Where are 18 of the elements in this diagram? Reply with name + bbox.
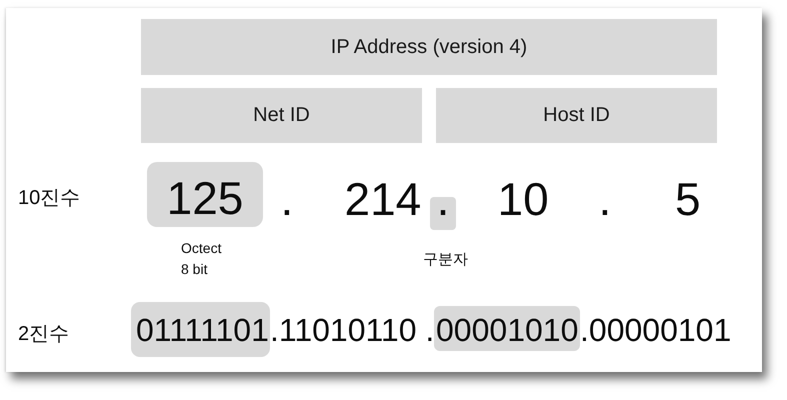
section-box: Host ID <box>436 88 717 143</box>
separator-text: . <box>280 174 294 225</box>
highlight-box: 125 <box>147 162 263 227</box>
number-text: 214 <box>344 174 422 225</box>
section-box: Net ID <box>141 88 422 143</box>
binary-text: .11010110 . <box>270 312 434 348</box>
highlight-box: 01111101 <box>131 302 270 357</box>
number-text: 10 <box>498 174 549 225</box>
caption-text: Octect 8 bit <box>181 239 222 279</box>
separator-text: . <box>598 174 612 225</box>
highlight-box: . <box>430 197 456 230</box>
number-text: 5 <box>675 174 701 225</box>
row-label: 10진수 <box>18 186 80 210</box>
row-label: 2진수 <box>18 322 70 346</box>
highlight-box: 00001010 <box>434 306 580 351</box>
binary-text: .00000101 <box>580 312 732 348</box>
header-box: IP Address (version 4) <box>141 19 717 75</box>
caption-text: 구분자 <box>423 250 468 270</box>
